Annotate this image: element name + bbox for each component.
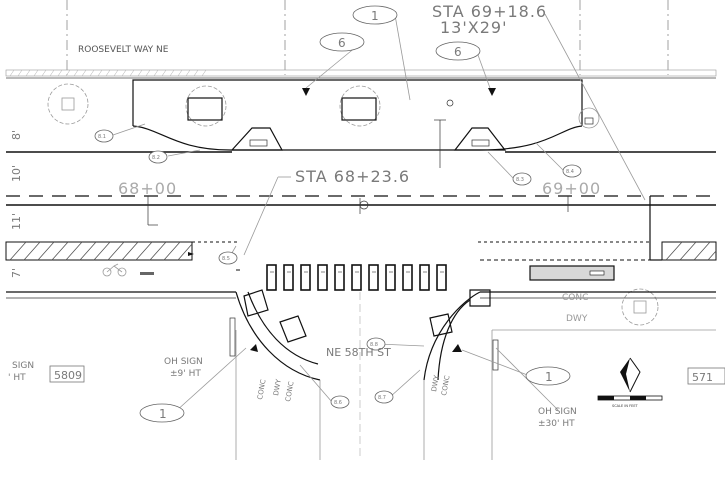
bus-pad [529,265,615,281]
callout-8-6 [330,395,350,409]
address-box-right [687,367,725,385]
roosevelt-frontage-hatch [5,69,717,79]
conc-label-mid: CONC [440,375,451,397]
address-right: 571 [692,371,713,384]
lane-width-10: 10' [10,165,23,182]
callout-8-2 [148,150,168,164]
callout-6-right-label: 6 [454,45,462,59]
sta-69-18-label: STA 69+18.6 [432,2,547,21]
callout-8-1 [94,129,114,143]
leader-lines [112,13,646,413]
oh-sign-right-height: ±30' HT [538,419,575,429]
property-lines [66,0,669,75]
oh-sign-right-label: OH SIGN [538,407,577,417]
dwy-label-right: DWY [566,314,588,324]
callout-6-left [319,32,365,52]
scale-bar: SCALE IN FEET [597,395,663,408]
callout-8-7-label: 8.7 [378,395,386,401]
callout-1-right [525,366,571,386]
conc-label-left-2: CONC [284,381,295,403]
address-boxes: 5809 571 [49,365,725,385]
callout-1-top-label: 1 [371,9,379,23]
callout-bubbles: 1 6 6 1 1 8.1 8.2 8.3 8.4 8.5 8.6 8.7 8.… [94,5,582,423]
callout-8-7 [374,390,394,404]
callout-8-2-label: 8.2 [152,155,160,161]
far-left-sign-height: ' HT [8,373,26,383]
sta-68-23-label: STA 68+23.6 [295,167,410,186]
callout-1-right-label: 1 [545,370,553,384]
ne-58th-label: NE 58TH ST [326,346,391,359]
north-arrow [620,357,641,393]
conc-label-right: CONC [562,293,588,303]
callout-8-4-label: 8.4 [566,169,574,175]
sta-68-00-label: 68+00 [118,179,177,198]
tree-symbols [47,83,659,326]
surface-labels: CONC DWY CONC DWY CONC DWY CONC [256,293,588,402]
callout-6-left-label: 6 [338,36,346,50]
callout-8-5-label: 8.5 [222,256,230,262]
lane-width-7: 7' [10,268,23,278]
sta-69-00-label: 69+00 [542,179,601,198]
roosevelt-way-label: ROOSEVELT WAY NE [78,45,169,55]
callout-8-1-label: 8.1 [98,134,106,140]
oh-sign-left-label: OH SIGN [164,357,203,367]
curb-ramps [229,289,716,460]
scale-label: SCALE IN FEET [612,404,639,408]
callout-8-6-label: 8.6 [334,400,342,406]
callout-8-3 [512,172,532,186]
parking-lane-hatch [5,196,717,299]
oh-sign-left-height: ±9' HT [170,369,201,379]
station-labels: STA 69+18.6 13'X29' STA 68+23.6 68+00 69… [118,2,601,198]
lane-width-11: 11' [10,213,23,230]
far-left-sign-label: SIGN [12,361,34,371]
bike-lane-icon [102,252,194,277]
callout-8-8 [366,337,386,351]
callout-1-left-label: 1 [159,407,167,421]
bus-pad-size-label: 13'X29' [440,18,507,37]
callout-6-right [435,41,481,61]
crosswalk [266,264,447,291]
lane-width-8: 8' [10,130,23,140]
lane-width-dims: 8' 10' 11' 7' [10,130,23,278]
callout-1-left [139,403,185,423]
address-left: 5809 [54,369,82,382]
conc-label-left: CONC [256,379,267,401]
roadway-lines [6,151,716,226]
dwy-label-mid: DWY [430,374,441,392]
callout-8-4 [562,164,582,178]
callout-8-8-label: 8.8 [370,342,378,348]
callout-8-3-label: 8.3 [516,177,524,183]
dwy-label-left: DWY [272,378,283,396]
callout-1-top [352,5,398,25]
address-box-left [49,365,85,383]
callout-8-5 [218,251,238,265]
curb-extension-top [132,79,600,168]
sign-labels: OH SIGN ±9' HT OH SIGN ±30' HT SIGN ' HT [8,357,577,429]
